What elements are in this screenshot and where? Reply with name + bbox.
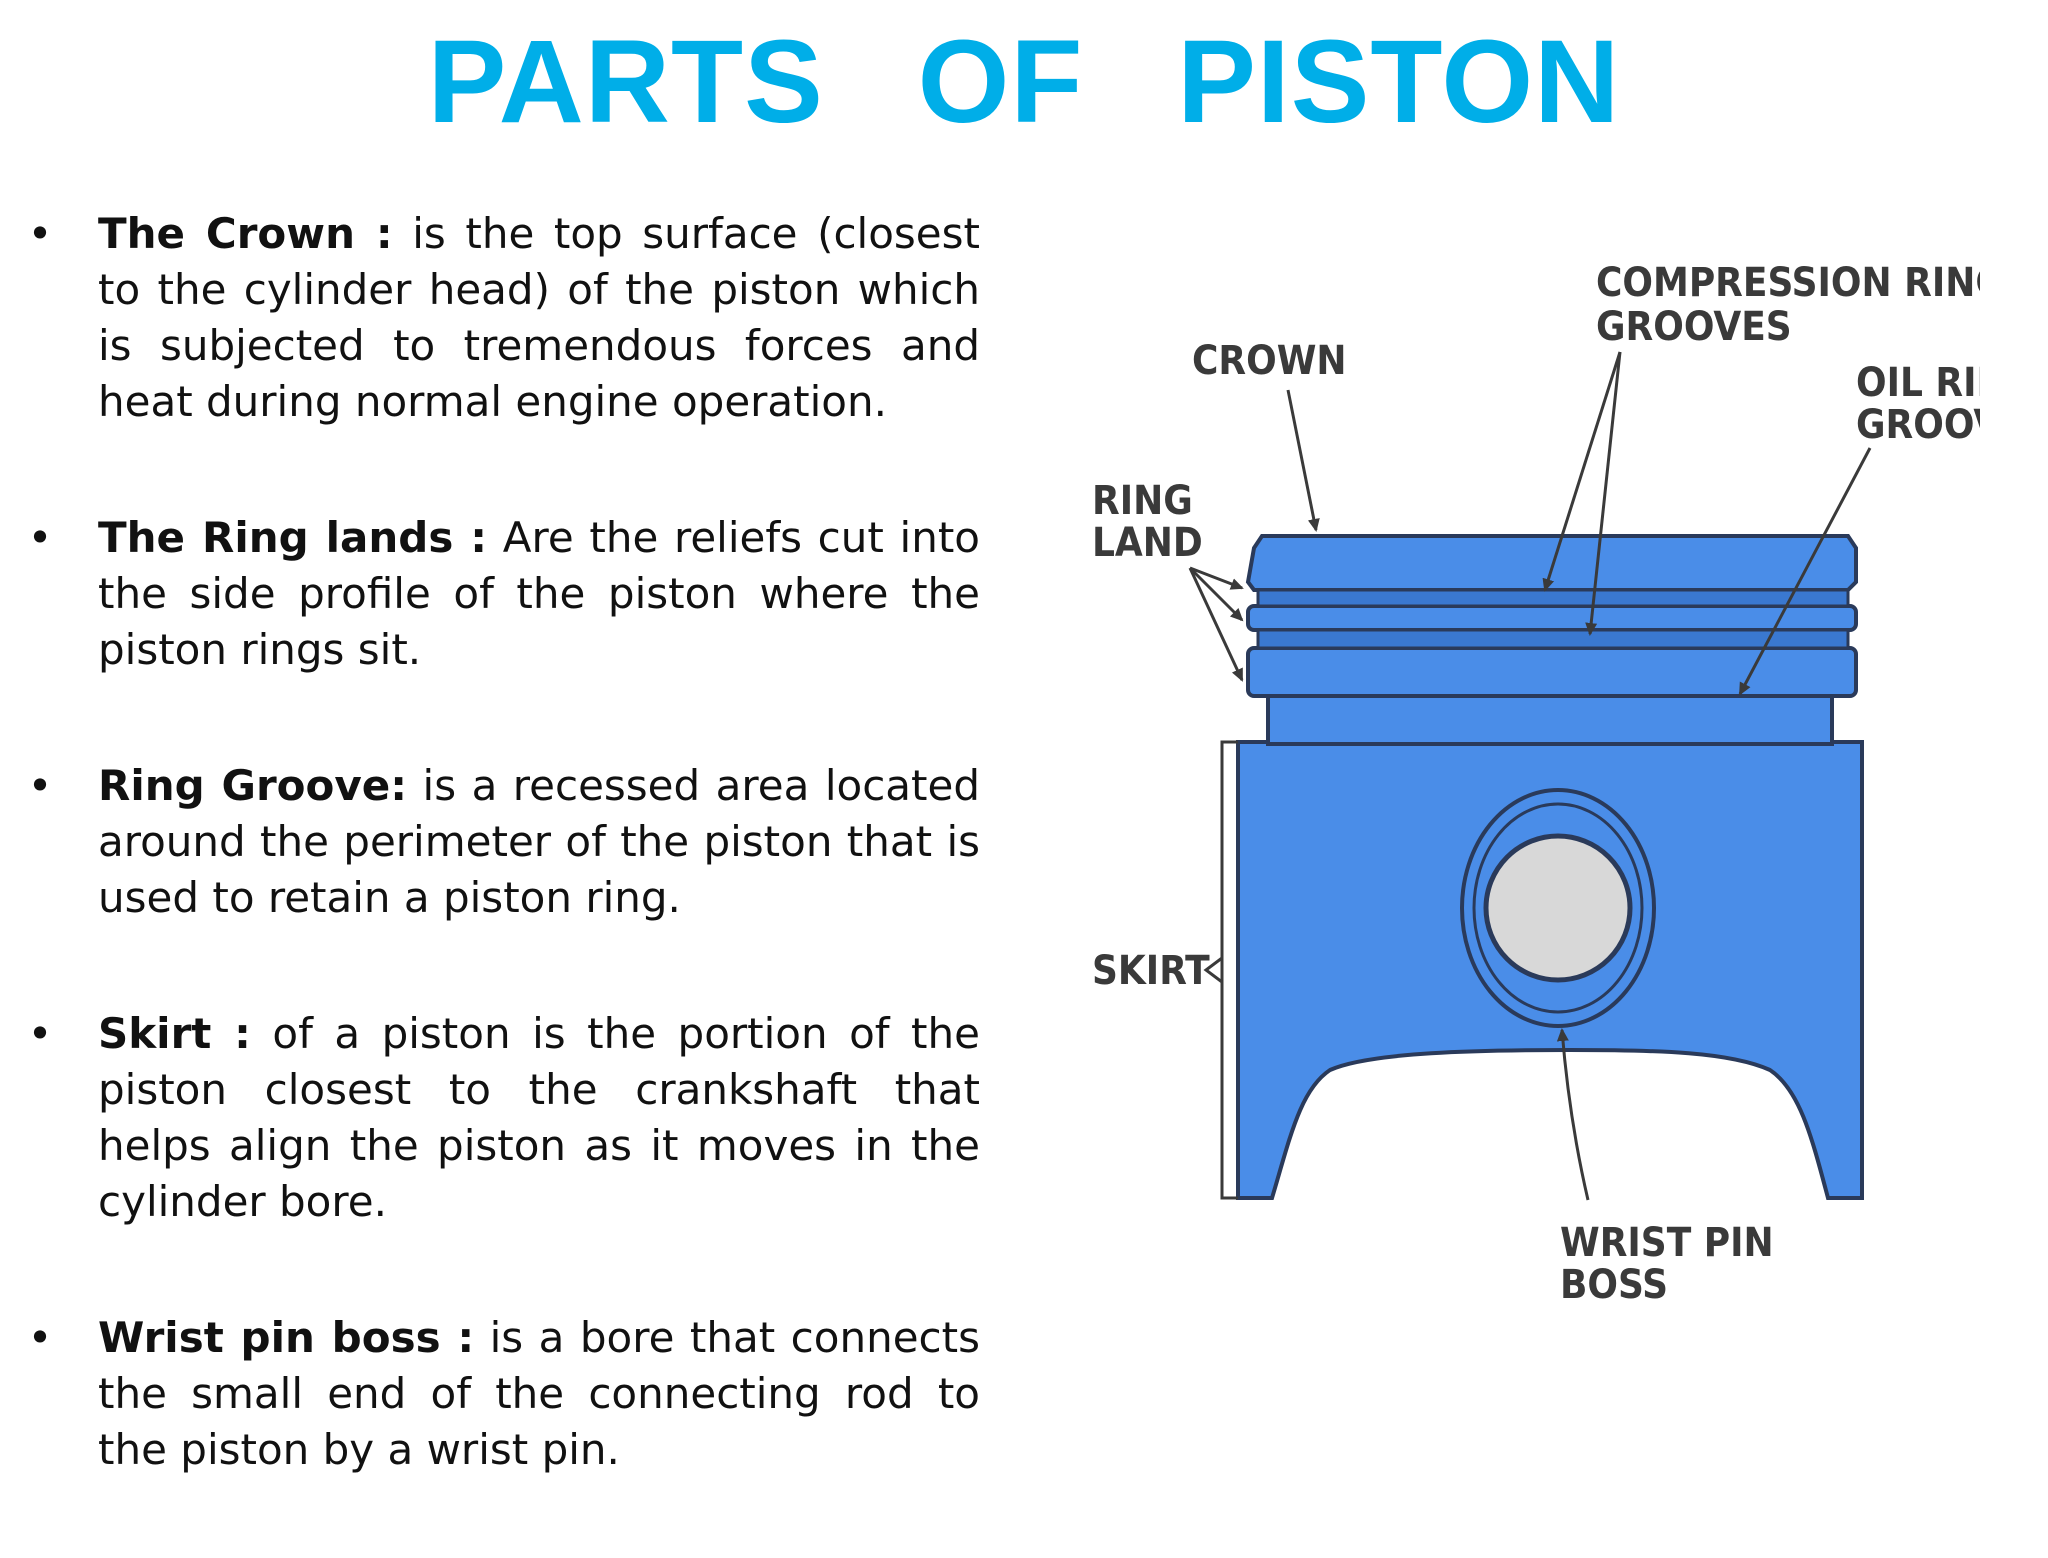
ring-land-arrow-2 xyxy=(1188,566,1244,622)
wrist-pin-boss-inner xyxy=(1472,802,1644,1014)
compression-arrow-1 xyxy=(1542,351,1622,592)
label-land: LAND xyxy=(1092,520,1203,566)
ring-land-arrow-1 xyxy=(1189,566,1244,590)
bullet-item-ring-groove: • Ring Groove: is a recessed area locate… xyxy=(20,758,980,926)
label-oil-ring: OIL RING xyxy=(1856,360,1980,406)
ring-land-2 xyxy=(1246,604,1858,632)
compression-arrow-2 xyxy=(1585,351,1622,636)
label-compression-ring: COMPRESSION RING xyxy=(1596,260,1980,306)
label-oil-groove: GROOVE xyxy=(1856,402,1980,448)
bullet-marker: • xyxy=(27,761,53,810)
bullet-marker: • xyxy=(27,1009,53,1058)
bullet-text: is the top surface (closest to the cylin… xyxy=(98,209,980,426)
bullet-marker: • xyxy=(27,1313,53,1362)
bullet-text: Are the reliefs cut into the side profil… xyxy=(98,513,980,674)
piston-neck xyxy=(1266,694,1834,746)
ring-land-arrow-3 xyxy=(1188,567,1244,682)
bullet-text: is a bore that connects the small end of… xyxy=(98,1313,980,1474)
oil-ring-arrow xyxy=(1738,447,1872,696)
wrist-pin-bore xyxy=(1483,833,1633,983)
ring-groove-2 xyxy=(1256,628,1850,650)
ring-land-3 xyxy=(1246,646,1858,698)
skirt-bracket xyxy=(1220,740,1238,1200)
bullet-term: Wrist pin boss : xyxy=(98,1313,475,1362)
bullet-item-ring-lands: • The Ring lands : Are the reliefs cut i… xyxy=(20,510,980,678)
ring-groove-1 xyxy=(1256,588,1850,608)
piston-diagram-svg: COMPRESSION RING GROOVES CROWN OIL RING … xyxy=(1092,260,1980,1308)
page-title: PARTS OF PISTON xyxy=(427,16,1621,148)
bullet-marker: • xyxy=(27,513,53,562)
label-boss: BOSS xyxy=(1560,1262,1668,1308)
bullet-item-skirt: • Skirt : of a piston is the portion of … xyxy=(20,1006,980,1230)
bullet-term: Skirt : xyxy=(98,1009,251,1058)
bullet-list: • The Crown : is the top surface (closes… xyxy=(20,206,980,1558)
crown-arrow xyxy=(1286,389,1320,532)
label-ring: RING xyxy=(1092,478,1193,524)
bullet-term: Ring Groove: xyxy=(98,761,408,810)
bullet-text: is a recessed area located around the pe… xyxy=(98,761,980,922)
bullet-term: The Crown : xyxy=(98,209,393,258)
skirt-bracket-notch xyxy=(1203,956,1223,984)
piston-diagram: COMPRESSION RING GROOVES CROWN OIL RING … xyxy=(1080,230,1980,1360)
bullet-item-crown: • The Crown : is the top surface (closes… xyxy=(20,206,980,430)
bullet-marker: • xyxy=(27,209,53,258)
label-wrist-pin: WRIST PIN xyxy=(1560,1220,1774,1266)
bullet-term: The Ring lands : xyxy=(98,513,488,562)
bullet-item-wrist-pin-boss: • Wrist pin boss : is a bore that connec… xyxy=(20,1310,980,1478)
label-skirt: SKIRT xyxy=(1092,948,1210,994)
bullet-text: of a piston is the portion of the piston… xyxy=(98,1009,980,1226)
label-compression-grooves: GROOVES xyxy=(1596,304,1792,350)
label-crown: CROWN xyxy=(1192,338,1347,384)
wrist-pin-arrow xyxy=(1556,1028,1590,1201)
